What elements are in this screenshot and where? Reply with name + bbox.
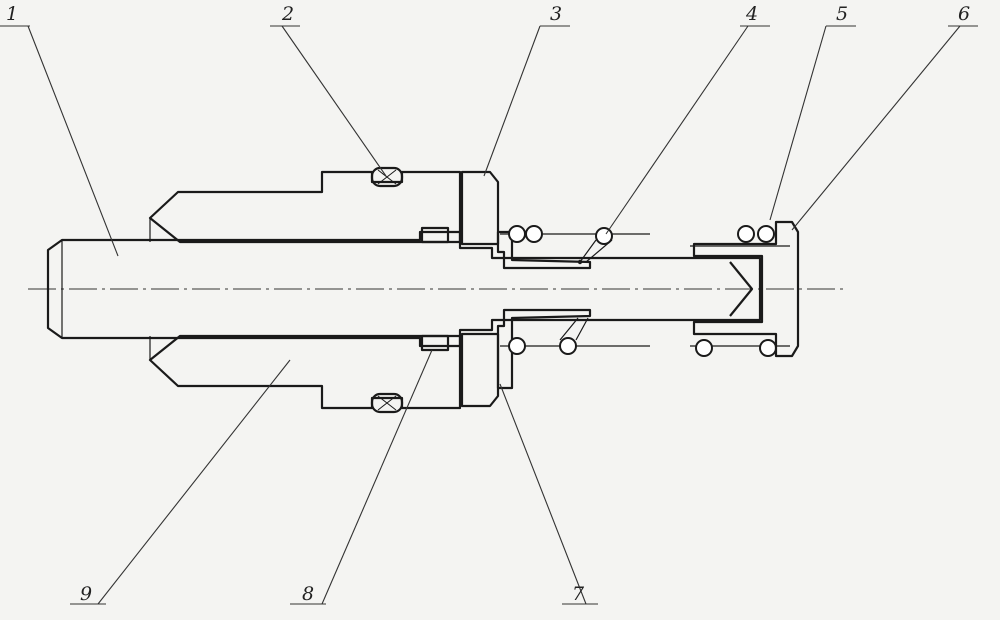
end-cap-inner-edge bbox=[740, 255, 763, 323]
leader-9 bbox=[97, 359, 291, 605]
flange-upper bbox=[460, 170, 500, 246]
retaining-washer-lower bbox=[496, 308, 592, 390]
spring-wire-section bbox=[508, 337, 526, 355]
callout-3: 3 bbox=[550, 3, 562, 25]
callout-9: 9 bbox=[80, 583, 92, 605]
callout-8: 8 bbox=[302, 583, 314, 605]
tip-spring-wire-section bbox=[695, 339, 713, 357]
callout-1: 1 bbox=[6, 3, 18, 25]
leader-8 bbox=[321, 349, 433, 605]
callout-5: 5 bbox=[836, 3, 848, 25]
leader-6 bbox=[791, 25, 961, 231]
callout-4: 4 bbox=[745, 3, 758, 25]
callout-2: 2 bbox=[281, 3, 294, 25]
shaft-tip-cone bbox=[729, 261, 754, 317]
housing-lower-half bbox=[148, 334, 462, 410]
leader-5 bbox=[769, 25, 827, 221]
tip-spring-wire-section bbox=[757, 225, 775, 243]
housing-upper-half bbox=[148, 170, 462, 244]
leader-4 bbox=[605, 25, 749, 235]
spring-wire-section bbox=[525, 225, 543, 243]
callout-6: 6 bbox=[958, 3, 970, 25]
tip-spring bbox=[690, 225, 790, 357]
spring-wire-section bbox=[508, 225, 526, 243]
leader-lines bbox=[0, 25, 978, 605]
o-ring-upper bbox=[370, 166, 404, 188]
spring-wire-section bbox=[559, 337, 577, 355]
leader-2 bbox=[281, 25, 387, 177]
o-ring-lower bbox=[370, 392, 404, 414]
main-shaft bbox=[46, 230, 762, 348]
flange-lower bbox=[460, 332, 500, 408]
packing-ring-lower bbox=[420, 334, 450, 352]
coil-spring bbox=[500, 225, 650, 355]
leader-3 bbox=[483, 25, 541, 177]
callout-7: 7 bbox=[572, 583, 585, 605]
leader-7 bbox=[499, 383, 587, 605]
tip-spring-wire-section bbox=[737, 225, 755, 243]
tip-spring-wire-section bbox=[759, 339, 777, 357]
packing-ring-upper bbox=[420, 226, 450, 244]
leader-1 bbox=[27, 25, 119, 257]
